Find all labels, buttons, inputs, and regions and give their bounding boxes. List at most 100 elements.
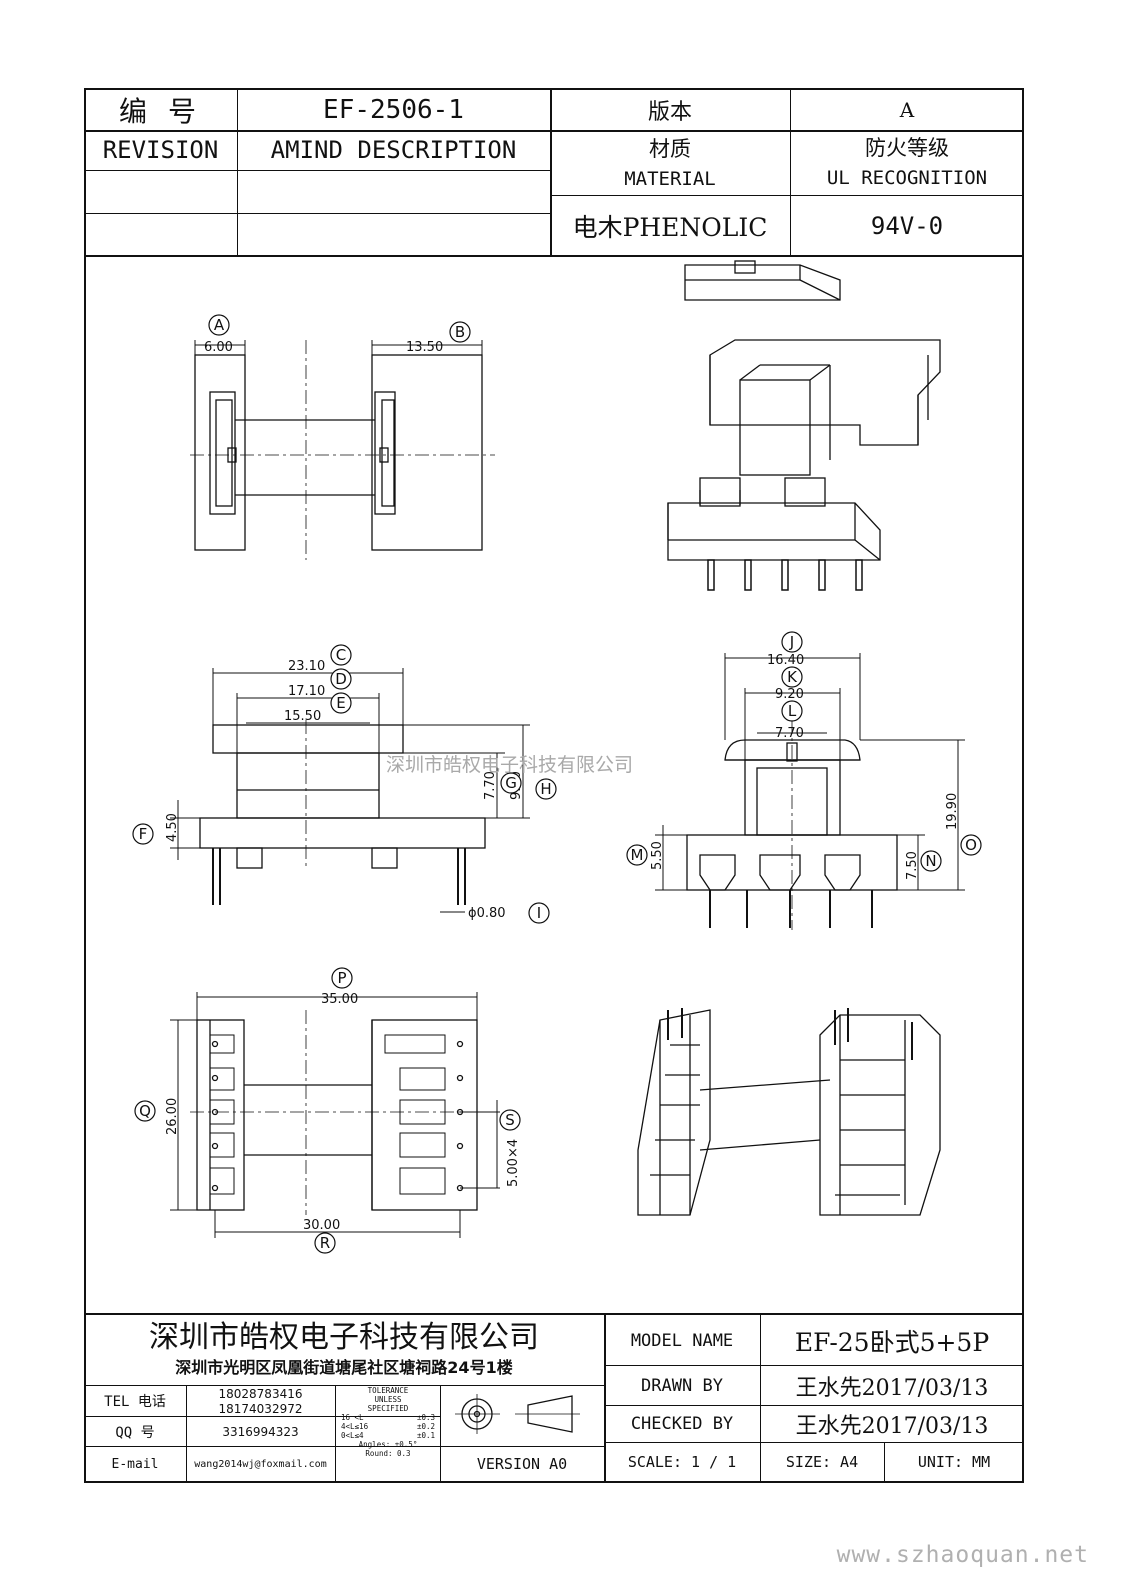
material-label-en: MATERIAL bbox=[624, 168, 716, 190]
svg-text:K: K bbox=[787, 668, 798, 686]
callout-s: S bbox=[499, 1109, 521, 1131]
dim-value-p: 35.00 bbox=[321, 992, 358, 1007]
company-address: 深圳市光明区凤凰街道塘尾社区塘祠路24号1楼 bbox=[175, 1358, 513, 1377]
dim-value-c: 23.10 bbox=[288, 659, 325, 674]
dim-value-o: 19.90 bbox=[945, 793, 960, 830]
dimension-values: 6.00 13.50 23.10 17.10 15.50 4.50 7.70 9… bbox=[165, 340, 960, 1233]
svg-text:M: M bbox=[631, 846, 644, 864]
dim-value-l: 7.70 bbox=[775, 726, 804, 741]
version-value: A bbox=[899, 98, 915, 122]
tel-label: TEL 电话 bbox=[104, 1394, 166, 1410]
unit-label: UNIT: MM bbox=[917, 1453, 991, 1471]
svg-text:A: A bbox=[214, 316, 225, 334]
site-watermark: www.szhaoquan.net bbox=[836, 1542, 1089, 1568]
callout-g: G bbox=[500, 772, 522, 794]
isometric-view-bottom bbox=[637, 1008, 941, 1216]
checked-by-value: 王水先2017/03/13 bbox=[795, 1414, 989, 1439]
svg-text:I: I bbox=[537, 904, 541, 922]
version-label: 版本 bbox=[647, 100, 692, 125]
dim-value-i: ϕ0.80 bbox=[468, 906, 506, 921]
dim-value-s: 5.00×4 bbox=[506, 1139, 521, 1187]
callout-k: K bbox=[781, 666, 803, 688]
svg-text:O: O bbox=[965, 836, 977, 854]
company-name: 深圳市皓权电子科技有限公司 bbox=[149, 1320, 539, 1355]
svg-text:R: R bbox=[320, 1234, 330, 1252]
callout-l: L bbox=[781, 700, 803, 722]
size-label: SIZE: A4 bbox=[785, 1453, 859, 1471]
revision-label: REVISION bbox=[102, 136, 219, 164]
amind-description-label: AMIND DESCRIPTION bbox=[270, 136, 517, 164]
dim-value-r: 30.00 bbox=[303, 1218, 340, 1233]
dim-value-k: 9.20 bbox=[775, 687, 804, 702]
dim-value-n: 7.50 bbox=[905, 851, 920, 880]
callout-e: E bbox=[330, 692, 352, 714]
ul-label-cn: 防火等级 bbox=[865, 136, 949, 160]
tel-value-2: 18174032972 bbox=[218, 1401, 303, 1416]
email-value: wang2014wj@foxmail.com bbox=[194, 1458, 327, 1470]
callout-d: D bbox=[330, 668, 352, 690]
svg-text:D: D bbox=[335, 670, 347, 688]
svg-text:B: B bbox=[455, 323, 465, 341]
end-view bbox=[655, 653, 965, 930]
model-name-value: EF-25卧式5+5P bbox=[794, 1327, 990, 1357]
bottom-view bbox=[170, 992, 500, 1238]
checked-by-label: CHECKED BY bbox=[630, 1414, 734, 1434]
dim-value-f: 4.50 bbox=[165, 813, 180, 842]
tolerance-block: TOLERANCE UNLESS SPECIFIED 16 <L±0.3 4<L… bbox=[341, 1386, 435, 1458]
scale-label: SCALE: 1 / 1 bbox=[627, 1453, 737, 1471]
tel-value-1: 18028783416 bbox=[218, 1386, 303, 1401]
callout-r: R bbox=[314, 1232, 336, 1254]
callout-n: N bbox=[920, 850, 942, 872]
dim-value-m: 5.50 bbox=[650, 841, 665, 870]
front-view bbox=[170, 668, 530, 913]
callout-o: O bbox=[960, 834, 982, 856]
callout-c: C bbox=[330, 644, 352, 666]
callout-m: M bbox=[626, 844, 648, 866]
dim-value-g: 7.70 bbox=[483, 771, 498, 800]
dim-value-b: 13.50 bbox=[406, 340, 443, 355]
drawn-by-value: 王水先2017/03/13 bbox=[795, 1375, 989, 1401]
model-name-label: MODEL NAME bbox=[630, 1330, 734, 1351]
qq-value: 3316994323 bbox=[222, 1424, 299, 1439]
dim-value-e: 15.50 bbox=[284, 709, 321, 724]
material-label-cn: 材质 bbox=[649, 137, 691, 161]
drawing-frame bbox=[84, 88, 1024, 1483]
dim-value-j: 16.40 bbox=[767, 653, 804, 668]
email-label: E-mail bbox=[111, 1456, 159, 1472]
company-watermark: 深圳市皓权电子科技有限公司 bbox=[386, 754, 634, 776]
material-value: 电木PHENOLIC bbox=[572, 213, 768, 242]
svg-text:E: E bbox=[336, 694, 345, 712]
svg-text:G: G bbox=[505, 774, 517, 792]
number-label: 编 号 bbox=[119, 95, 202, 128]
ul-value: 94V-0 bbox=[870, 212, 944, 240]
svg-text:J: J bbox=[789, 633, 794, 651]
callout-j: J bbox=[781, 631, 803, 653]
part-number: EF-2506-1 bbox=[323, 95, 464, 125]
dim-value-a: 6.00 bbox=[204, 340, 233, 355]
callout-i: I bbox=[528, 902, 550, 924]
callout-p: P bbox=[331, 967, 353, 989]
svg-text:L: L bbox=[788, 702, 797, 720]
svg-text:H: H bbox=[540, 780, 551, 798]
ul-label-en: UL RECOGNITION bbox=[826, 167, 988, 189]
svg-text:S: S bbox=[505, 1111, 515, 1129]
svg-text:Q: Q bbox=[139, 1102, 151, 1120]
callout-h: H bbox=[535, 778, 557, 800]
qq-label: QQ 号 bbox=[115, 1424, 155, 1441]
callout-b: B bbox=[449, 321, 471, 343]
isometric-view-top bbox=[667, 260, 941, 591]
side-view bbox=[190, 340, 495, 560]
svg-text:N: N bbox=[925, 852, 936, 870]
svg-text:P: P bbox=[337, 969, 346, 987]
drawn-by-label: DRAWN BY bbox=[641, 1375, 723, 1396]
version-a0-label: VERSION A0 bbox=[476, 1455, 568, 1473]
dimension-callouts: A B C D E F G H I J K L M N O P Q R S bbox=[132, 314, 982, 1254]
dim-value-q: 26.00 bbox=[165, 1098, 180, 1135]
svg-text:C: C bbox=[336, 646, 346, 664]
svg-text:F: F bbox=[139, 825, 148, 843]
callout-q: Q bbox=[134, 1100, 156, 1122]
dim-value-d: 17.10 bbox=[288, 684, 325, 699]
callout-f: F bbox=[132, 823, 154, 845]
